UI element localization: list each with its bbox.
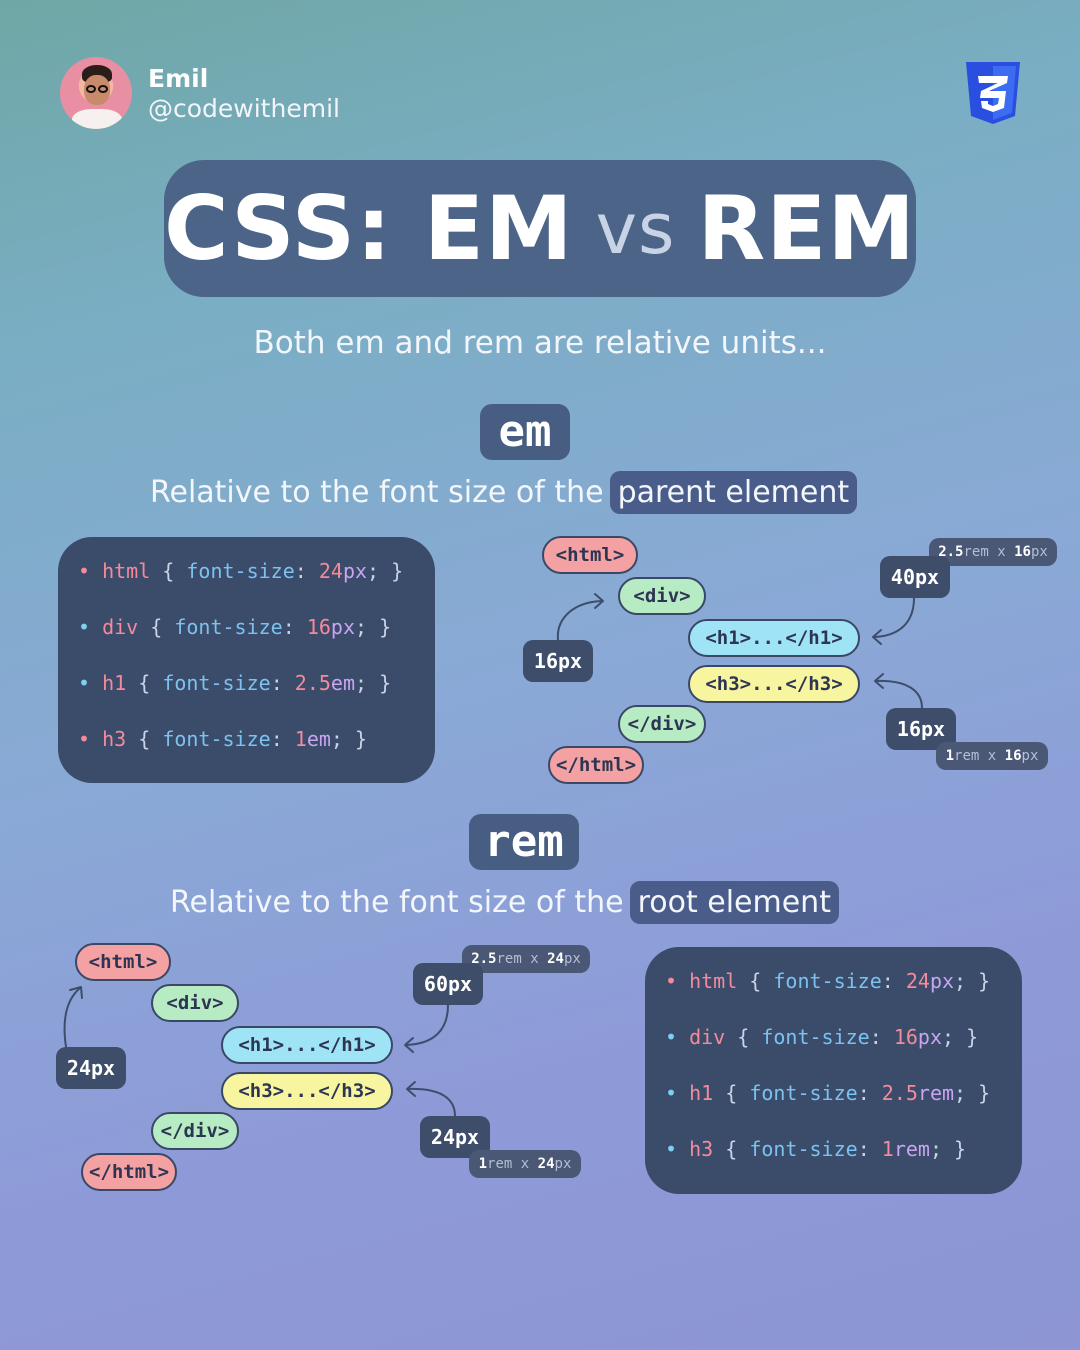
title-part1: CSS: EM <box>164 177 574 280</box>
rem-h1-size-label: 60px <box>413 963 483 1005</box>
rem-tag-div-open: <div> <box>151 984 239 1022</box>
rem-definition-highlight: root element <box>629 880 839 924</box>
rem-h1-calc: 2.5rem x 24px <box>462 945 590 973</box>
em-code-line: • h1 { font-size: 2.5em; } <box>78 671 392 695</box>
avatar-shirt <box>72 109 122 129</box>
subtitle: Both em and rem are relative units... <box>253 325 827 361</box>
rem-tag-h3: <h3>...</h3> <box>221 1072 393 1110</box>
rem-definition-prefix: Relative to the font size of the <box>170 884 624 920</box>
em-unit-pill: em <box>480 404 570 460</box>
rem-h3-calc: 1rem x 24px <box>469 1150 581 1178</box>
rem-code-card: • html { font-size: 24px; } • div { font… <box>645 947 1022 1194</box>
em-definition: Relative to the font size of the parent … <box>150 466 858 518</box>
em-parent-size-label: 16px <box>523 640 593 682</box>
em-tag-div-close: </div> <box>618 705 706 743</box>
em-tag-h1: <h1>...</h1> <box>688 619 860 657</box>
em-definition-prefix: Relative to the font size of the <box>150 474 604 510</box>
title-part2: REM <box>697 177 916 280</box>
em-arrow-h3 <box>875 679 923 709</box>
em-h1-size-label: 40px <box>880 556 950 598</box>
author-avatar <box>60 57 132 129</box>
em-tag-html-close: </html> <box>548 746 644 784</box>
em-arrow-h3-head <box>874 673 884 689</box>
rem-code-line: • h1 { font-size: 2.5rem; } <box>665 1081 991 1105</box>
rem-tag-html-open: <html> <box>75 943 171 981</box>
rem-code-line: • div { font-size: 16px; } <box>665 1025 979 1049</box>
em-code-line: • html { font-size: 24px; } <box>78 559 404 583</box>
avatar-glasses-left <box>86 85 96 93</box>
rem-arrow-h1-head <box>404 1037 414 1053</box>
rem-arrow-h3 <box>407 1087 456 1117</box>
em-code-card: • html { font-size: 24px; } • div { font… <box>58 537 435 783</box>
rem-arrow-h3-head <box>406 1081 416 1097</box>
em-h1-calc: 2.5rem x 16px <box>929 538 1057 566</box>
rem-arrow-h1 <box>405 1004 449 1046</box>
title-vs: vs <box>595 187 676 270</box>
rem-tag-html-close: </html> <box>81 1153 177 1191</box>
rem-arrow-root <box>63 987 81 1048</box>
page-title: CSS: EM vs REM <box>164 160 916 297</box>
em-code-line: • h3 { font-size: 1em; } <box>78 727 368 751</box>
em-tag-h3: <h3>...</h3> <box>688 665 860 703</box>
em-tag-div-open: <div> <box>618 577 706 615</box>
rem-tag-div-close: </div> <box>151 1112 239 1150</box>
rem-root-size-label: 24px <box>56 1047 126 1089</box>
author-handle: @codewithemil <box>148 94 340 123</box>
rem-arrow-root-head <box>69 986 83 999</box>
em-definition-highlight: parent element <box>609 470 858 514</box>
em-arrow-h1-head <box>872 629 882 645</box>
rem-code-line: • h3 { font-size: 1rem; } <box>665 1137 967 1161</box>
rem-tag-h1: <h1>...</h1> <box>221 1026 393 1064</box>
rem-code-line: • html { font-size: 24px; } <box>665 969 991 993</box>
rem-definition: Relative to the font size of the root el… <box>170 876 839 928</box>
em-arrow-parent <box>556 600 603 641</box>
em-arrow-h1 <box>873 597 915 638</box>
avatar-glasses-right <box>98 85 108 93</box>
css3-shield-icon <box>966 62 1020 124</box>
em-code-line: • div { font-size: 16px; } <box>78 615 392 639</box>
title-box <box>164 160 916 297</box>
em-h3-calc: 1rem x 16px <box>936 742 1048 770</box>
author-name: Emil <box>148 64 209 93</box>
rem-unit-pill: rem <box>469 814 579 870</box>
em-tag-html-open: <html> <box>542 536 638 574</box>
em-arrow-parent-head <box>594 593 604 609</box>
